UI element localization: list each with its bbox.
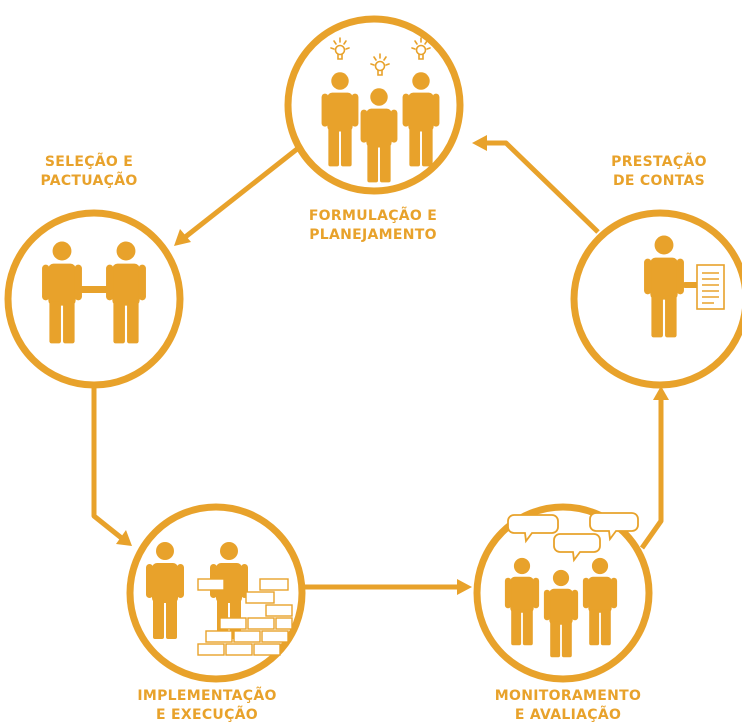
stage-monitoramento <box>473 503 653 683</box>
label-prestacao-line2: DE CONTAS <box>612 173 706 189</box>
stage-selecao <box>4 209 184 389</box>
label-formulacao-line1: FORMULAÇÃO E <box>308 208 438 224</box>
arrow-selecao-to-implementacao <box>91 383 126 542</box>
label-monitoramento: MONITORAMENTO E AVALIAÇÃO <box>495 687 641 725</box>
arrow-monitoramento-to-prestacao <box>639 398 664 550</box>
arrowhead-selecao <box>174 229 191 246</box>
label-formulacao-line2: PLANEJAMENTO <box>309 227 437 243</box>
handshake-icon <box>42 241 146 344</box>
label-selecao: SELEÇÃO E PACTUAÇÃO <box>40 153 137 191</box>
arrow-prestacao-to-formulacao <box>487 140 600 234</box>
stage-formulacao <box>284 15 464 195</box>
speech-bubble-icons <box>507 512 639 563</box>
speech-bubble-icon <box>507 514 559 544</box>
lightbulb-icon <box>330 37 350 60</box>
arrowhead-implementacao <box>116 530 132 546</box>
label-monitoramento-line2: E AVALIAÇÃO <box>514 707 622 723</box>
label-selecao-line1: SELEÇÃO E <box>44 154 134 170</box>
arrow-formulacao-to-selecao <box>182 140 308 240</box>
label-prestacao-line1: PRESTAÇÃO <box>611 154 707 170</box>
label-formulacao: FORMULAÇÃO E PLANEJAMENTO <box>309 207 437 245</box>
label-selecao-line2: PACTUAÇÃO <box>40 173 138 189</box>
speech-bubble-icon <box>553 533 601 563</box>
speech-bubble-icon <box>589 512 639 542</box>
document-icon <box>696 264 725 310</box>
lightbulb-icons <box>330 37 431 76</box>
arrowhead-formulacao <box>472 135 487 151</box>
label-implementacao: IMPLEMENTAÇÃO E EXECUÇÃO <box>137 687 276 725</box>
stage-implementacao <box>126 503 306 683</box>
arrowhead-prestacao <box>653 386 669 400</box>
label-implementacao-line2: E EXECUÇÃO <box>155 707 258 723</box>
brick-wall-icon <box>197 578 293 656</box>
label-monitoramento-line1: MONITORAMENTO <box>494 688 642 704</box>
label-prestacao: PRESTAÇÃO DE CONTAS <box>611 153 707 191</box>
arrowhead-monitoramento <box>457 579 472 595</box>
lightbulb-icon <box>370 53 390 76</box>
label-implementacao-line1: IMPLEMENTAÇÃO <box>137 688 277 704</box>
stage-prestacao <box>570 209 742 389</box>
lightbulb-icon <box>411 37 431 60</box>
